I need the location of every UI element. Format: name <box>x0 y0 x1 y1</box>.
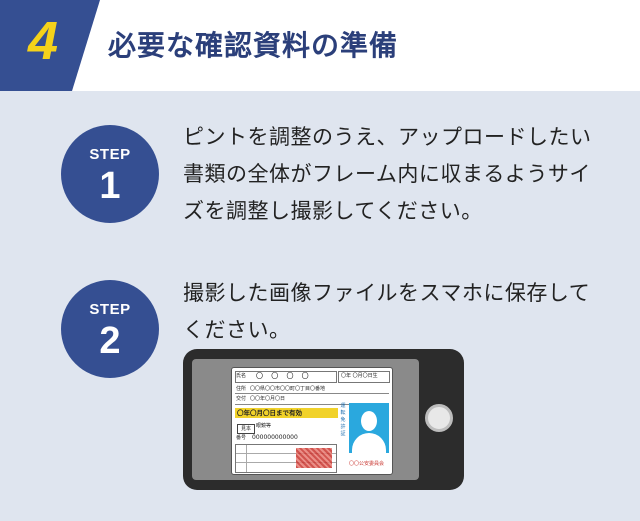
license-photo <box>349 403 389 453</box>
phone-home-button-icon <box>425 404 453 432</box>
license-validity: 〇年〇月〇日まで有効 <box>235 408 338 418</box>
license-number-label: 番号 <box>236 435 247 441</box>
license-side-text: 運転免許証 <box>340 403 346 437</box>
license-category: 見本 <box>237 424 255 434</box>
license-issue-label: 交付 <box>236 396 247 402</box>
step-1-badge: STEP 1 <box>61 125 159 223</box>
smartphone-illustration: 氏名 〇 〇 〇 〇 〇年 〇月〇日生 住所 〇〇県〇〇市〇〇町〇丁目〇番地 交… <box>183 349 464 490</box>
step-2-badge: STEP 2 <box>61 280 159 378</box>
section-number: 4 <box>28 11 59 71</box>
step-number: 1 <box>99 165 121 207</box>
section-header: 4 必要な確認資料の準備 <box>0 0 640 91</box>
license-address-value: 〇〇県〇〇市〇〇町〇丁目〇番地 <box>250 386 326 392</box>
section-title: 必要な確認資料の準備 <box>108 29 399 62</box>
license-divider <box>235 404 389 405</box>
license-conditions: 眼鏡等 <box>256 423 272 429</box>
step-label: STEP <box>89 301 131 318</box>
person-silhouette-icon <box>361 411 377 431</box>
license-address-label: 住所 <box>236 386 247 392</box>
step-number: 2 <box>99 320 121 362</box>
license-birth-box <box>338 371 390 383</box>
license-stamp <box>296 448 332 468</box>
license-classes-grid <box>235 444 337 473</box>
license-birth: 〇年 〇月〇日生 <box>341 373 378 379</box>
license-issuer: 〇〇公安委員会 <box>349 461 385 467</box>
step-label: STEP <box>89 146 131 163</box>
license-issue-value: 〇〇年〇月〇日 <box>250 396 286 402</box>
license-number-value: 000000000000 <box>252 434 298 441</box>
step-1-instruction: ピントを調整のうえ、アップロードしたい書類の全体がフレーム内に収まるようサイズを… <box>183 125 592 223</box>
step-2-instruction: 撮影した画像ファイルをスマホに保存してください。 <box>183 281 591 342</box>
license-name-box <box>235 371 337 383</box>
drivers-license-illustration: 氏名 〇 〇 〇 〇 〇年 〇月〇日生 住所 〇〇県〇〇市〇〇町〇丁目〇番地 交… <box>231 367 393 475</box>
license-name-value: 〇 〇 〇 〇 <box>256 372 312 380</box>
license-divider <box>235 393 389 394</box>
license-name-label: 氏名 <box>236 373 247 379</box>
person-shoulders <box>352 433 386 453</box>
